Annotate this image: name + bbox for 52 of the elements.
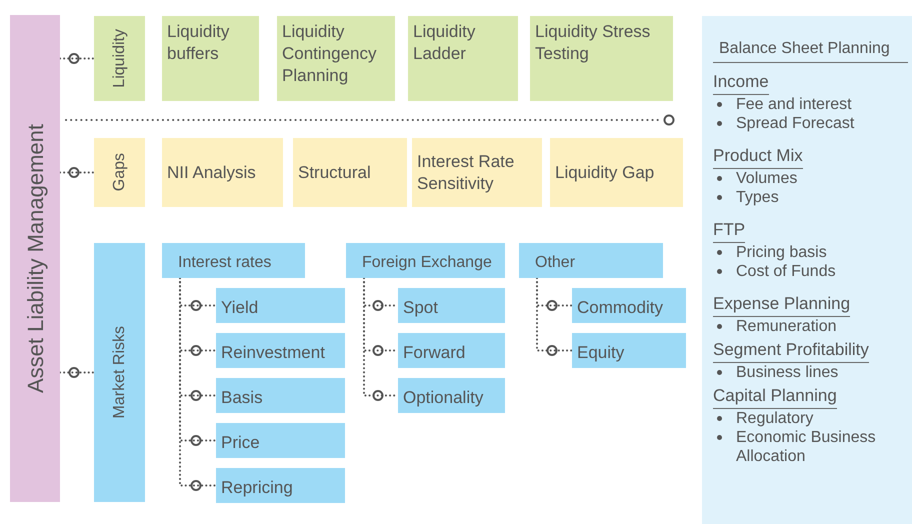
dotted-connector (59, 53, 95, 64)
topic-box: Yield (216, 288, 345, 323)
category-box (94, 16, 145, 101)
topic-box: Basis (216, 378, 345, 413)
topic-box: Liquidity Stress Testing (530, 16, 673, 101)
topic-box: Commodity (572, 288, 686, 323)
dotted-connector (536, 277, 573, 356)
section-heading: Expense Planning (713, 293, 850, 317)
list-item: Types (736, 188, 779, 207)
list-item: Fee and interest (736, 95, 852, 114)
topic-box: Other (519, 243, 663, 278)
category-label: Asset Liability Management (22, 124, 48, 394)
list-item: Spread Forecast (736, 114, 854, 133)
topic-box: Equity (572, 333, 686, 368)
dotted-connector (59, 367, 95, 378)
category-label: Gaps (110, 153, 128, 192)
panel-title: Balance Sheet Planning (713, 38, 908, 63)
list-item: Pricing basis (736, 243, 827, 262)
list-item: Regulatory (736, 409, 814, 428)
topic-box: Structural (293, 138, 407, 207)
topic-box: Liquidity Contingency Planning (277, 16, 395, 101)
topic-box: Interest rates (162, 243, 305, 278)
dotted-connector (59, 167, 95, 178)
category-bar (10, 15, 60, 502)
list-item: Remuneration (736, 317, 836, 336)
section-heading: FTP (713, 219, 746, 243)
side-panel (702, 16, 912, 524)
dotted-connector (179, 277, 217, 491)
list-item: Business lines (736, 363, 838, 382)
topic-box: Liquidity buffers (162, 16, 259, 101)
section-heading: Product Mix (713, 145, 803, 169)
topic-box: Foreign Exchange (346, 243, 505, 278)
list-item: Volumes (736, 169, 798, 188)
topic-box: Interest Rate Sensitivity (412, 138, 542, 207)
category-label: Liquidity (110, 29, 128, 88)
category-label: Market Risks (110, 326, 128, 419)
topic-box: Reinvestment (216, 333, 345, 368)
list-item: Economic Business Allocation (736, 428, 877, 466)
topic-box: Repricing (216, 468, 345, 503)
topic-box: Liquidity Ladder (408, 16, 518, 101)
topic-box: Liquidity Gap (550, 138, 683, 207)
topic-box: Price (216, 423, 345, 458)
category-box (94, 138, 145, 207)
topic-box: Forward (398, 333, 505, 368)
section-heading: Capital Planning (713, 385, 837, 409)
topic-box: Spot (398, 288, 505, 323)
section-heading: Segment Profitability (713, 339, 869, 363)
category-box (94, 243, 145, 502)
section-heading: Income (713, 71, 769, 95)
topic-box: Optionality (398, 378, 505, 413)
topic-box: NII Analysis (162, 138, 283, 207)
list-item: Cost of Funds (736, 262, 836, 281)
